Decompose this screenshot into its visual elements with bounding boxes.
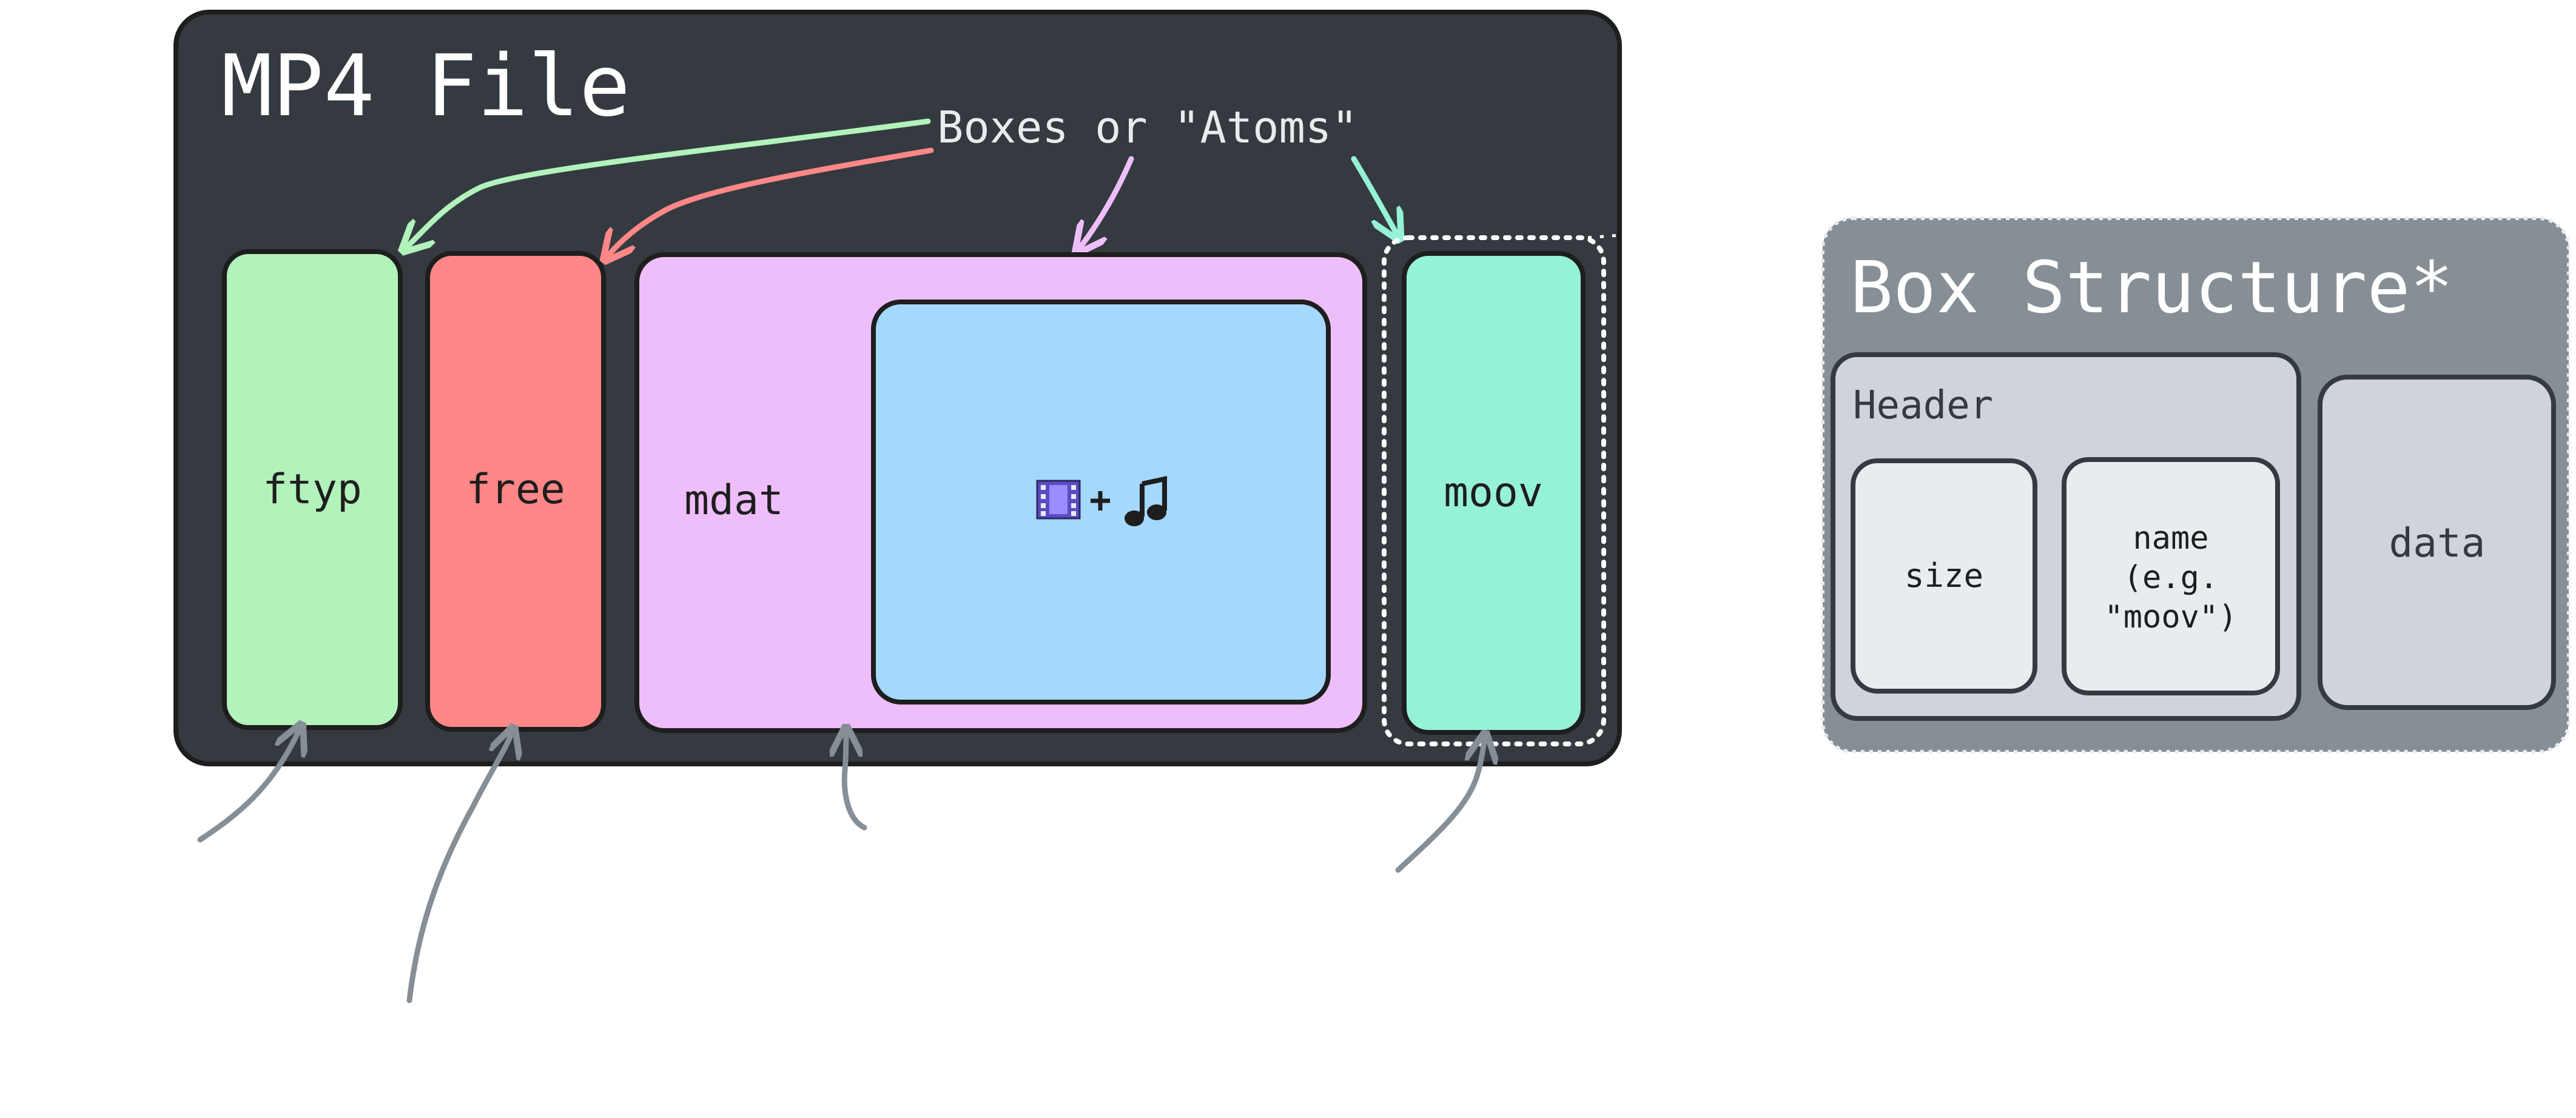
size-field-label: size xyxy=(1905,557,1983,595)
ftyp-box: ftyp xyxy=(222,249,403,730)
music-note-icon xyxy=(1125,476,1167,526)
moov-box: moov xyxy=(1382,233,1620,746)
film-icon xyxy=(1036,480,1081,520)
grey-arrow-free xyxy=(406,731,513,1003)
name-field-line-1: name xyxy=(2133,520,2208,557)
name-field-line-3: "moov") xyxy=(2104,599,2237,635)
annotation-arrow-moov xyxy=(1351,156,1398,236)
moov-link-line xyxy=(1587,233,1620,239)
annotation-arrow-ftyp xyxy=(405,118,931,249)
data-field-rect xyxy=(2318,375,2556,710)
annotation-arrow-free xyxy=(607,147,934,258)
ftyp-label: ftyp xyxy=(263,466,362,514)
moov-label: moov xyxy=(1444,469,1543,517)
header-label: Header xyxy=(1853,383,1993,428)
mdat-label: mdat xyxy=(684,477,784,524)
free-label: free xyxy=(466,466,565,514)
mdat-box: mdat xyxy=(634,252,1367,733)
grey-arrow-moov xyxy=(1395,737,1485,873)
box-structure-title: Box Structure* xyxy=(1850,246,2453,329)
box-structure-panel: Box Structure* Header size name (e.g. "m… xyxy=(1821,216,2571,754)
annotation-arrow-mdat xyxy=(1078,156,1134,250)
name-field-rect xyxy=(2062,457,2280,695)
mp4-file-title: MP4 File xyxy=(221,37,630,136)
name-field-line-2: (e.g. xyxy=(2124,560,2219,596)
grey-arrow-mdat xyxy=(844,731,867,831)
ftyp-rect xyxy=(222,249,403,730)
data-field-label: data xyxy=(2389,520,2486,566)
free-box: free xyxy=(425,251,606,732)
boxes-annotation: Boxes or "Atoms" xyxy=(937,102,1358,153)
plus-icon xyxy=(1091,491,1110,510)
grey-arrow-ftyp xyxy=(197,728,300,843)
size-field-rect xyxy=(1851,458,2037,694)
